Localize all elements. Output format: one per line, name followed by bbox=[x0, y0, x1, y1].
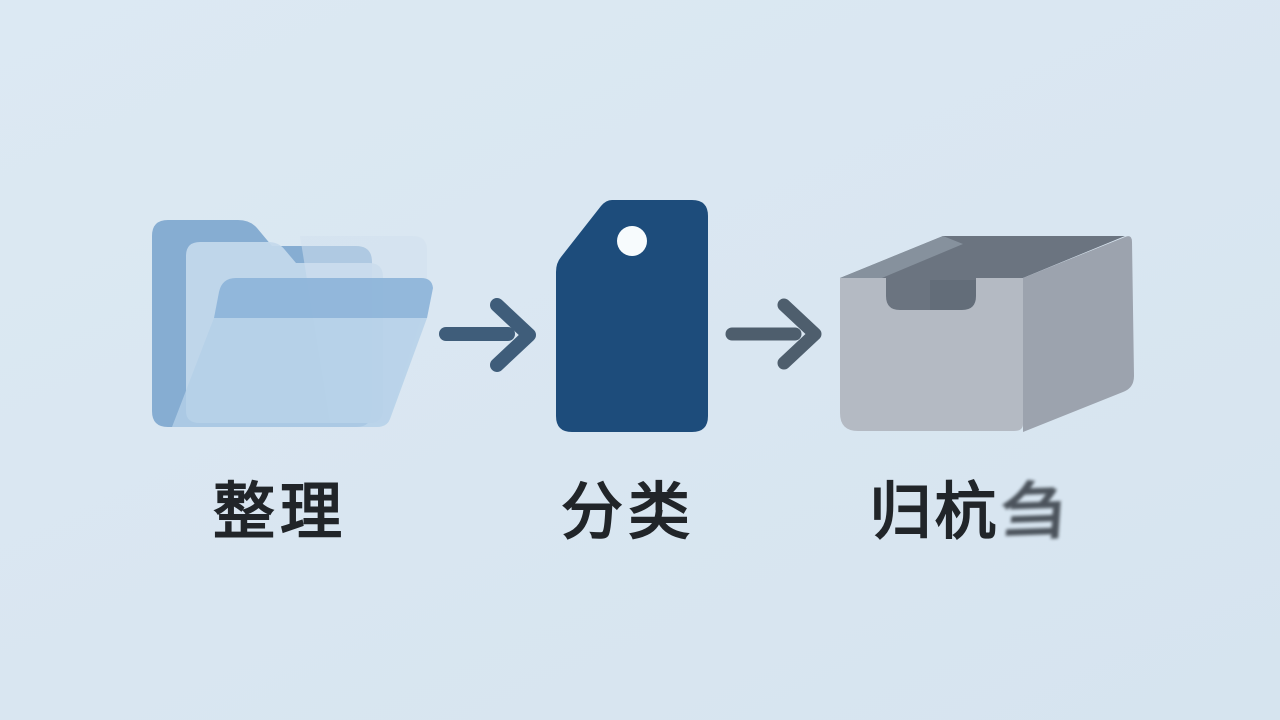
folder-cover-band-shape bbox=[214, 278, 433, 318]
folder-cover-body-shape bbox=[171, 318, 427, 427]
stage-label-classify: 分类 bbox=[448, 468, 808, 558]
arrow-icon bbox=[439, 298, 536, 372]
tag-hole bbox=[617, 226, 647, 256]
box-front-face bbox=[840, 278, 1023, 431]
box-right-face bbox=[1023, 236, 1134, 432]
stage-label-archive: 归杭刍 bbox=[788, 468, 1148, 558]
box-inner-left-wall bbox=[840, 236, 963, 288]
arrow-head bbox=[777, 298, 822, 370]
tag-shape bbox=[556, 200, 708, 432]
box-notch-shadow bbox=[930, 280, 976, 312]
tag-icon bbox=[556, 200, 708, 432]
arrow-icon bbox=[725, 298, 822, 370]
stage-label-organize: 整理 bbox=[100, 468, 460, 558]
stage-label-text: 分类 bbox=[560, 478, 695, 547]
garbled-glyph: 刍 bbox=[997, 476, 1071, 549]
folder-stack-icon bbox=[152, 220, 433, 427]
stage-label-text: 整理 bbox=[212, 478, 347, 547]
stage-label-text: 归杭 bbox=[869, 478, 1000, 547]
arrow-head bbox=[490, 298, 536, 372]
archive-box-icon bbox=[840, 236, 1134, 432]
